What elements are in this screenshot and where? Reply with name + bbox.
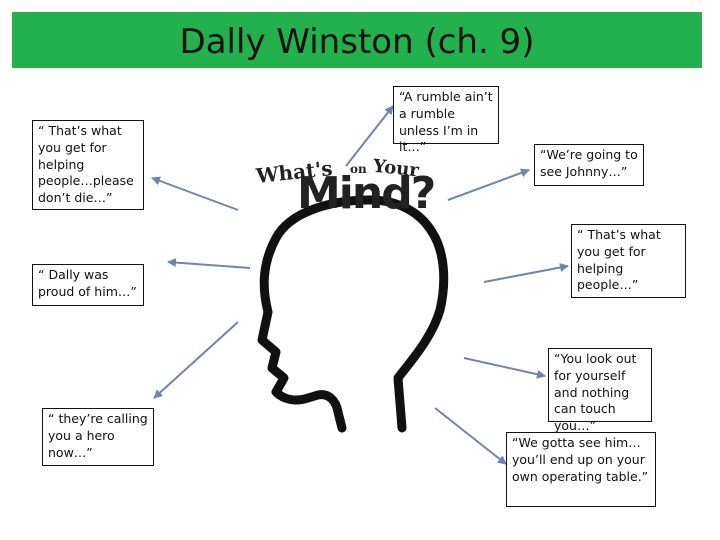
arrow-3	[153, 321, 239, 399]
quote-box: “We’re going to see Johnny…”	[534, 144, 644, 186]
arrow-8	[434, 407, 507, 465]
arrow-1	[151, 176, 239, 211]
logo-mind: Mind?	[297, 168, 436, 219]
arrow-7	[463, 357, 546, 379]
arrow-2	[167, 258, 251, 269]
quote-box: “A rumble ain’t a rumble unless I’m in i…	[393, 86, 499, 154]
arrow-6	[483, 263, 569, 283]
quote-box: “You look out for yourself and nothing c…	[548, 348, 652, 433]
quote-box: “ they’re calling you a hero now…”	[42, 408, 154, 466]
logo-on: on	[350, 162, 367, 176]
quote-box: “ That’s what you get for helping people…	[571, 224, 686, 298]
head-outline	[257, 195, 449, 433]
quote-box: “ Dally was proud of him…”	[32, 264, 144, 306]
quote-box: “We gotta see him…you’ll end up on your …	[506, 432, 656, 507]
arrow-4	[345, 105, 394, 167]
page-title: Dally Winston (ch. 9)	[179, 22, 535, 62]
arrow-5	[447, 168, 530, 201]
title-bar: Dally Winston (ch. 9)	[12, 12, 702, 68]
quote-box: “ That’s what you get for helping people…	[32, 120, 144, 210]
